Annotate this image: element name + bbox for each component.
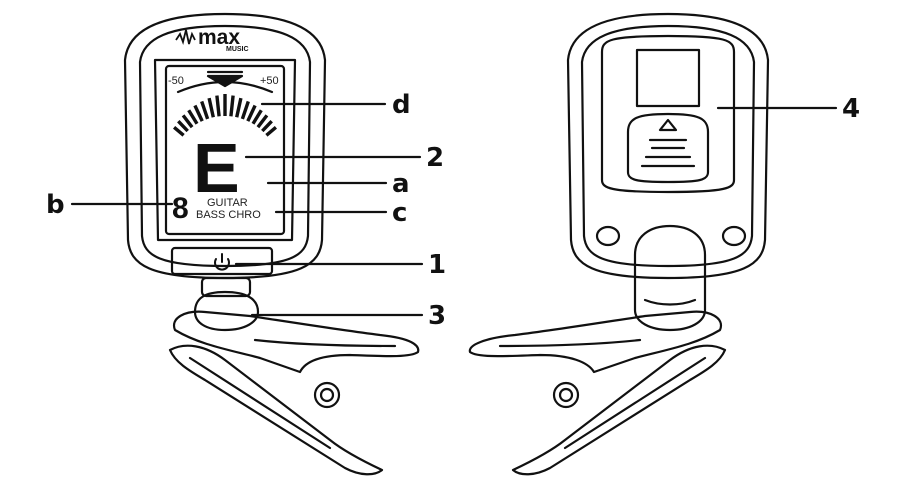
callout-d: d xyxy=(392,90,411,120)
back-left-hole xyxy=(595,225,621,247)
callout-2: 2 xyxy=(426,143,444,173)
pitch-indicator-triangle xyxy=(206,74,244,88)
front-ball-joint xyxy=(193,290,260,332)
meter-bar xyxy=(187,109,199,125)
meter-bar xyxy=(261,120,273,133)
scale-right-label: +50 xyxy=(260,75,279,87)
meter-bar xyxy=(265,125,277,137)
callout-3: 3 xyxy=(428,301,446,331)
front-clamp-lower-jaw xyxy=(168,344,384,476)
front-clamp-lower-jaw-inner xyxy=(188,356,332,450)
note-display: E xyxy=(193,129,240,207)
front-clamp-upper-arm-inner xyxy=(253,338,397,348)
meter-bar xyxy=(246,104,257,122)
back-right-hole xyxy=(721,225,747,247)
battery-cover-latch[interactable] xyxy=(626,112,710,184)
battery-compartment xyxy=(600,34,736,194)
meter-bar xyxy=(200,100,210,120)
meter-bar xyxy=(240,100,250,120)
power-icon xyxy=(214,253,230,271)
front-clamp-pivot xyxy=(313,381,341,409)
brand-name: max xyxy=(198,26,240,49)
callout-b: b xyxy=(46,190,65,220)
meter-bar xyxy=(256,114,269,129)
scale-left-label: -50 xyxy=(168,75,184,87)
string-number-display: 8 xyxy=(172,192,189,225)
back-clamp-lower-jaw xyxy=(511,344,727,476)
back-clamp-upper-arm xyxy=(468,310,723,374)
back-clamp-pivot xyxy=(552,381,580,409)
meter-bar xyxy=(193,104,204,122)
eject-triangle-icon xyxy=(658,118,678,132)
callout-1: 1 xyxy=(428,250,446,280)
back-neck xyxy=(633,224,707,332)
meter-bar xyxy=(207,97,215,118)
callout-c: c xyxy=(392,198,407,228)
front-body xyxy=(123,12,327,280)
brand-logo: max MUSIC xyxy=(175,26,249,53)
meter-bar xyxy=(181,114,194,129)
callout-4: 4 xyxy=(842,94,860,124)
meter-bar xyxy=(215,95,221,117)
meter-bar xyxy=(229,95,235,117)
battery-window xyxy=(635,48,701,108)
front-tuner xyxy=(123,12,420,476)
brand-sub: MUSIC xyxy=(226,46,249,53)
meter-bar xyxy=(235,97,243,118)
meter-bars xyxy=(173,94,277,137)
back-tuner xyxy=(468,12,770,476)
callout-a: a xyxy=(392,169,410,199)
meter-bar xyxy=(251,109,263,125)
power-button[interactable] xyxy=(170,246,274,276)
mode-bass-chro-label: BASS CHRO xyxy=(196,209,261,221)
meter-bar xyxy=(173,125,185,137)
mode-guitar-label: GUITAR xyxy=(207,197,248,209)
front-display-screen xyxy=(164,64,286,236)
front-display-window xyxy=(153,58,297,242)
back-body-inner xyxy=(580,24,756,268)
front-clamp-upper-arm xyxy=(172,310,420,374)
meter-bar xyxy=(177,120,189,133)
back-body xyxy=(566,12,770,280)
